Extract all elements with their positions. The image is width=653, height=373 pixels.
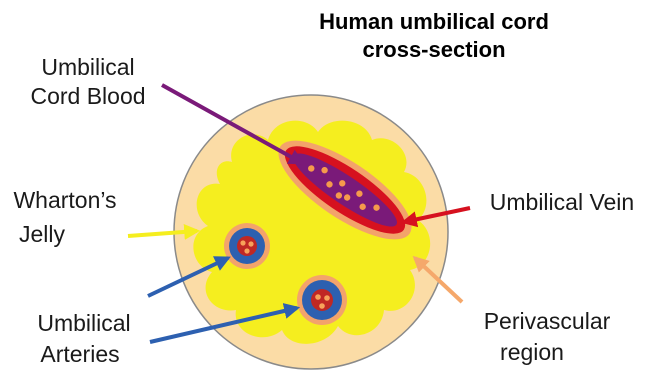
label-whartons-jelly-line2: Jelly bbox=[19, 221, 66, 247]
artery-cell bbox=[324, 295, 330, 301]
label-umbilical-vein: Umbilical Vein bbox=[490, 189, 634, 215]
label-umbilical-arteries-line1: Umbilical bbox=[37, 310, 130, 336]
artery-cell bbox=[240, 240, 245, 245]
artery-cell bbox=[244, 248, 249, 253]
artery-cell bbox=[315, 294, 321, 300]
umbilical-artery-lower bbox=[297, 275, 347, 325]
label-perivascular-region-line1: Perivascular bbox=[484, 308, 611, 334]
artery-cell bbox=[248, 241, 253, 246]
label-umbilical-cord-blood-line2: Cord Blood bbox=[30, 83, 145, 109]
umbilical-artery-upper bbox=[224, 223, 270, 269]
label-perivascular-region-line2: region bbox=[500, 339, 564, 365]
diagram-title-line1: Human umbilical cord bbox=[319, 9, 549, 34]
artery-cell bbox=[319, 303, 325, 309]
label-whartons-jelly-line1: Wharton’s bbox=[13, 187, 116, 213]
label-umbilical-arteries-line2: Arteries bbox=[40, 341, 119, 367]
diagram-title-line2: cross-section bbox=[362, 37, 505, 62]
label-umbilical-cord-blood-line1: Umbilical bbox=[41, 54, 134, 80]
